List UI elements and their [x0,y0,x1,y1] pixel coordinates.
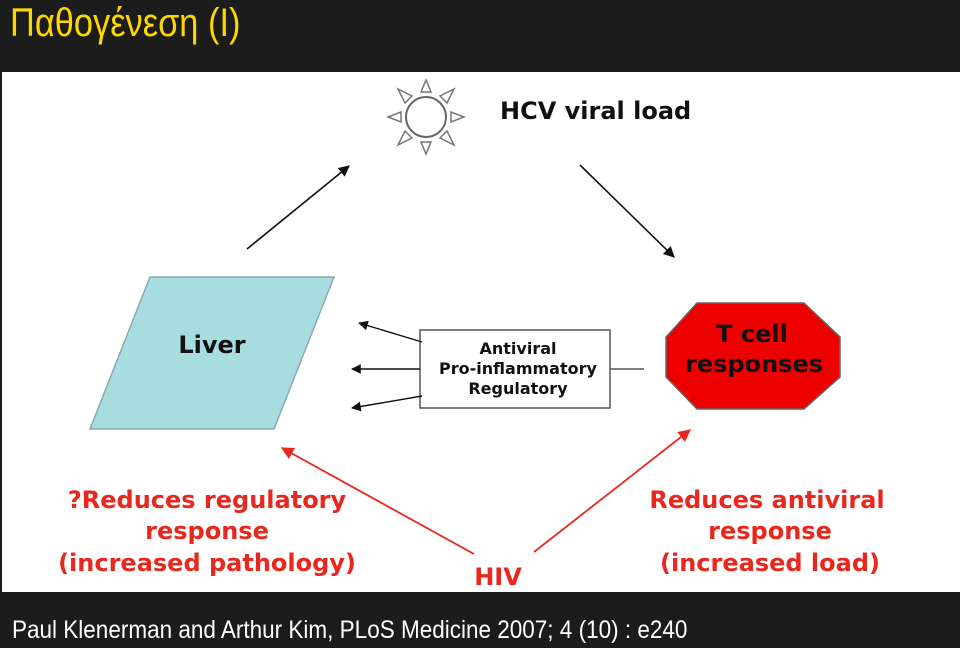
diagram-canvas: HCV viral load Liver Antiviral Pro-infla… [58,78,885,591]
right-effect-line-3: (increased load) [660,549,880,577]
left-effect-line-3: (increased pathology) [58,549,356,577]
liver-shape [88,276,336,430]
arrow-liver-to-virus [246,165,350,250]
cytokine-line-2: Pro-inflammatory [439,359,597,378]
cytokine-line-3: Regulatory [468,379,568,398]
left-effect-line-1: ?Reduces regulatory [68,486,347,514]
tcell-shape [665,302,841,410]
arrow-hiv-to-tcell [533,429,691,553]
arrow-antiviral-to-liver [358,320,423,343]
right-effect-line-2: response [708,517,832,545]
arrow-virus-to-tcell [579,164,675,258]
cytokine-line-1: Antiviral [480,339,557,358]
tcell-label-1: T cell [716,320,788,348]
virus-sun-icon [385,78,467,156]
right-effect-line-1: Reduces antiviral [649,486,884,514]
arrow-hiv-to-liver [280,447,475,555]
left-effect-line-2: response [145,517,269,545]
slide-title: Παθογένεση (I) [10,1,241,45]
tcell-label-2: responses [685,350,823,378]
virus-label: HCV viral load [500,97,691,125]
citation-caption: Paul Klenerman and Arthur Kim, PLoS Medi… [12,616,688,644]
hiv-label: HIV [474,563,522,591]
pathogenesis-diagram: HCV viral load Liver Antiviral Pro-infla… [2,72,960,592]
cytokine-box [419,329,611,409]
arrow-regulatory-to-liver [351,395,423,412]
liver-label: Liver [178,331,245,359]
